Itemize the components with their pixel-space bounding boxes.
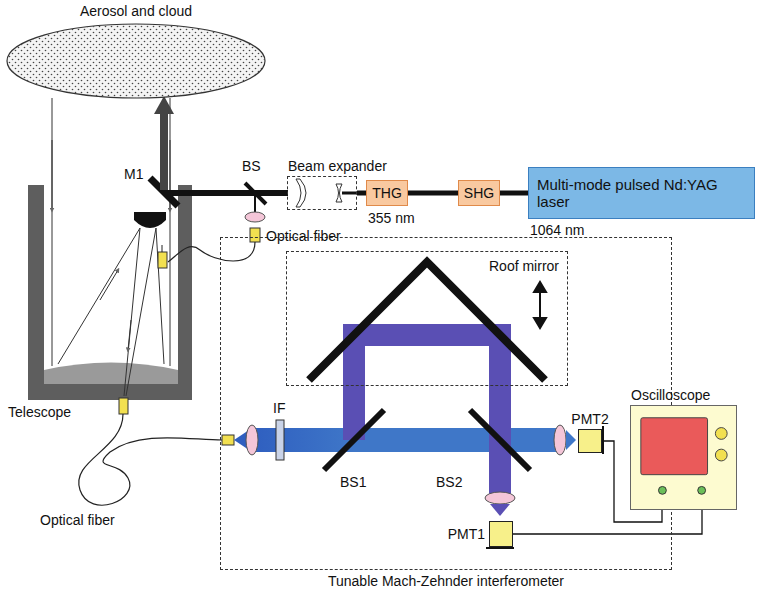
laser-beam <box>164 190 288 196</box>
shg-crystal: SHG <box>458 180 500 206</box>
splitter-label: BS1 <box>340 474 366 490</box>
beam-arm <box>354 428 560 452</box>
thg-crystal: THG <box>366 180 408 206</box>
beam-expander: Beam expander <box>287 176 357 210</box>
splitter-label: BS2 <box>436 474 462 490</box>
node-label: Roof mirror <box>489 258 559 274</box>
pmt-base <box>602 426 604 454</box>
telescope-housing <box>28 185 192 400</box>
sampled-beam <box>254 193 256 212</box>
node-label: PMT2 <box>571 411 608 427</box>
beam-arm <box>489 324 511 494</box>
beam-arrowhead <box>154 96 174 114</box>
expander-lens <box>296 179 306 207</box>
node-label: THG <box>372 185 402 201</box>
node-label: Tunable Mach-Zehnder interferometer <box>328 573 564 589</box>
interference-filter <box>276 420 284 460</box>
expander-lens <box>336 184 342 202</box>
signal-cable <box>513 510 702 534</box>
optical-fiber <box>79 414 222 505</box>
laser-box: Multi-mode pulsed Nd:YAG laser <box>528 167 755 219</box>
beam-splitter <box>324 410 384 470</box>
wavelength-label: 1064 nm <box>530 222 584 238</box>
node-label: Beam expander <box>288 158 387 174</box>
optical-fiber <box>168 242 255 262</box>
node-label: SHG <box>464 185 494 201</box>
input-beam <box>252 428 354 452</box>
laser-beam <box>500 191 528 196</box>
fiber-connector <box>222 435 234 445</box>
laser-beam-up <box>160 112 168 190</box>
interferometer-box: Tunable Mach-Zehnder interferometerRoof … <box>220 237 672 570</box>
lens <box>485 492 515 504</box>
focused-beam <box>490 504 510 516</box>
beam-arm <box>343 324 511 346</box>
lens <box>246 425 258 455</box>
roof-mirror-box: Roof mirror <box>286 251 568 386</box>
translation-arrow <box>534 282 546 328</box>
cloud-region: Aerosol and cloud <box>5 22 267 100</box>
fiber-label: Optical fiber <box>40 512 115 528</box>
pmt-base <box>486 547 514 549</box>
oscilloscope-face <box>631 406 736 509</box>
node-label: PMT1 <box>448 526 485 542</box>
fiber-label: Optical fiber <box>266 228 341 244</box>
laser-beam <box>342 192 357 195</box>
splitter-label: BS <box>242 158 261 174</box>
wavelength-label: 355 nm <box>368 210 415 226</box>
telescope-label: Telescope <box>8 404 71 420</box>
oscilloscope: Oscilloscope <box>630 405 737 510</box>
fiber-connector <box>119 398 128 414</box>
primary-mirror <box>44 363 178 385</box>
node-label: Oscilloscope <box>631 387 710 403</box>
fiber-tip <box>162 245 163 252</box>
pmt-detector: PMT2 <box>578 429 602 453</box>
fiber-connector <box>250 228 260 242</box>
pmt-detector: PMT1 <box>489 521 513 547</box>
light-rays <box>52 98 170 396</box>
node-label: Aerosol and cloud <box>80 3 192 19</box>
laser-beam <box>357 191 366 196</box>
node-label: Multi-mode pulsed Nd:YAG laser <box>529 170 754 217</box>
filter-label: IF <box>273 400 285 416</box>
focused-beam <box>566 430 576 450</box>
lens <box>554 425 566 455</box>
lens <box>245 212 265 222</box>
reference-detector <box>158 252 167 268</box>
laser-beam <box>408 191 458 196</box>
secondary-mirror <box>134 212 166 228</box>
cloud-shape <box>5 22 267 100</box>
roof-mirror <box>309 262 545 380</box>
beam-splitter <box>470 410 530 470</box>
mirror-label: M1 <box>124 166 143 182</box>
